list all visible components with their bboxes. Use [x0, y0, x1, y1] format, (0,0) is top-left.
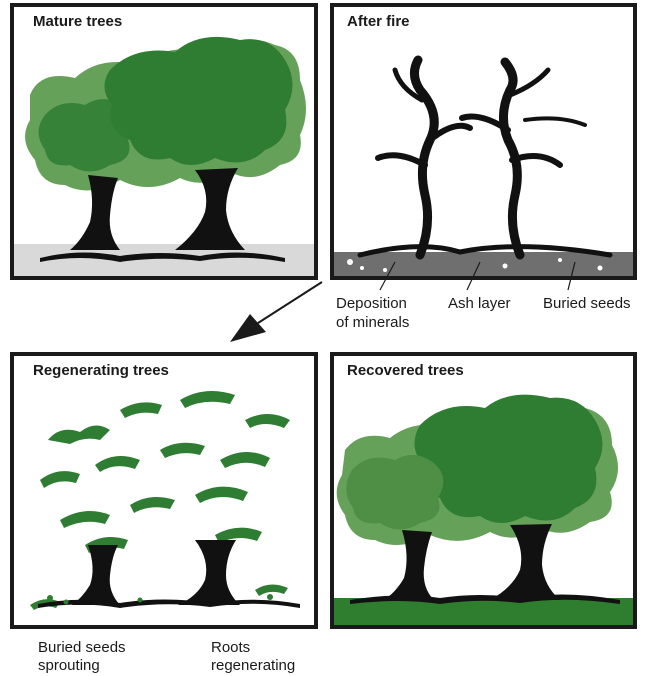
panel-title: Recovered trees — [347, 362, 464, 379]
ash-layer — [334, 252, 633, 276]
grass-layer — [334, 598, 633, 625]
callout-deposition-line2: of minerals — [336, 314, 409, 331]
callout-roots-regenerating-line1: Roots — [211, 639, 250, 656]
panel-recovered-trees: Recovered trees — [332, 354, 635, 627]
soil-layer — [14, 244, 314, 276]
panel-title: After fire — [347, 13, 410, 30]
callout-deposition-line1: Deposition — [336, 295, 407, 312]
callout-seeds-sprouting-line1: Buried seeds — [38, 639, 126, 656]
panel-title: Regenerating trees — [33, 362, 169, 379]
callout-roots-regenerating-line2: regenerating — [211, 657, 295, 674]
callout-buried-seeds: Buried seeds — [543, 295, 631, 312]
panel-mature-trees: Mature trees — [12, 5, 316, 278]
transition-arrow — [230, 282, 322, 342]
panel-after-fire: After fire — [332, 5, 635, 278]
panel-regenerating-trees: Regenerating trees — [12, 354, 316, 627]
panel-frame — [332, 5, 635, 278]
callout-seeds-sprouting-line2: sprouting — [38, 657, 100, 674]
callout-ash-layer: Ash layer — [448, 295, 511, 312]
panel-title: Mature trees — [33, 13, 122, 30]
